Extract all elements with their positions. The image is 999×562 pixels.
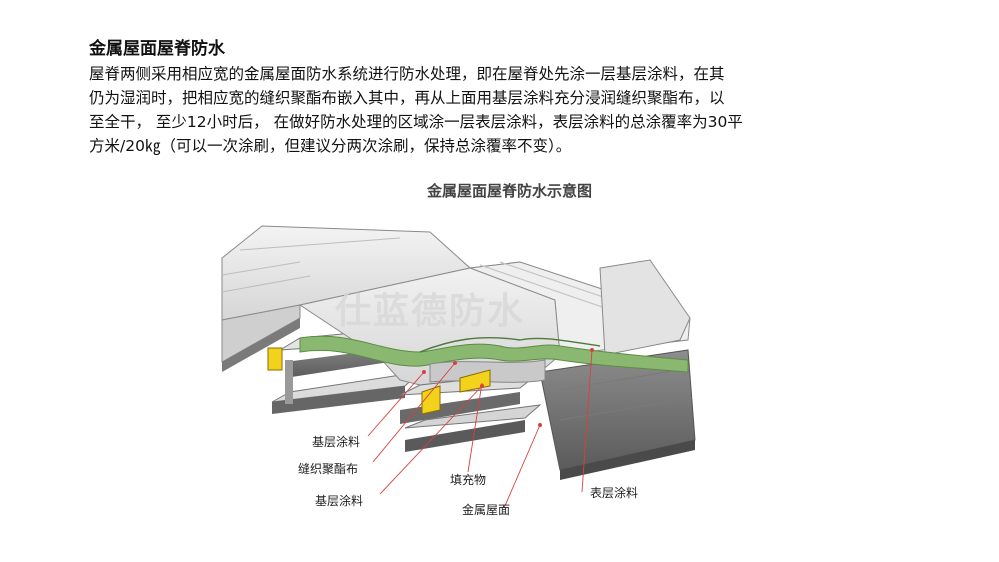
watermark: 仕蓝德防水	[335, 291, 526, 332]
paragraph-line: 仍为湿润时，把相应宽的缝织聚酯布嵌入其中，再从上面用基层涂料充分浸润缝织聚酯布，…	[89, 89, 725, 107]
right-roof-panel	[539, 259, 696, 480]
label-polyester: 缝织聚酯布	[298, 462, 359, 476]
page-title: 金属屋面屋脊防水	[89, 39, 225, 59]
paragraph-line: 方米/20㎏（可以一次涂刷，但建议分两次涂刷，保持总涂覆率不变）。	[89, 137, 572, 155]
leader-dots	[422, 348, 594, 427]
label-base-coat-2: 基层涂料	[315, 494, 364, 508]
label-filler: 填充物	[450, 473, 487, 487]
label-metal-roof: 金属屋面	[462, 503, 511, 517]
paragraph-line: 屋脊两侧采用相应宽的金属屋面防水系统进行防水处理，即在屋脊处先涂一层基层涂料，在…	[89, 65, 725, 83]
paragraph-line: 至全干， 至少12小时后， 在做好防水处理的区域涂一层表层涂料，表层涂料的总涂覆…	[89, 113, 743, 131]
label-top-coat: 表层涂料	[590, 486, 639, 500]
description-paragraph: 屋脊两侧采用相应宽的金属屋面防水系统进行防水处理，即在屋脊处先涂一层基层涂料，在…	[89, 62, 889, 158]
filler-blocks	[267, 347, 491, 415]
left-roof-panel	[221, 225, 472, 372]
leader-lines	[367, 349, 593, 509]
label-base-coat-1: 基层涂料	[312, 435, 361, 449]
figure-caption: 金属屋面屋脊防水示意图	[426, 182, 592, 200]
